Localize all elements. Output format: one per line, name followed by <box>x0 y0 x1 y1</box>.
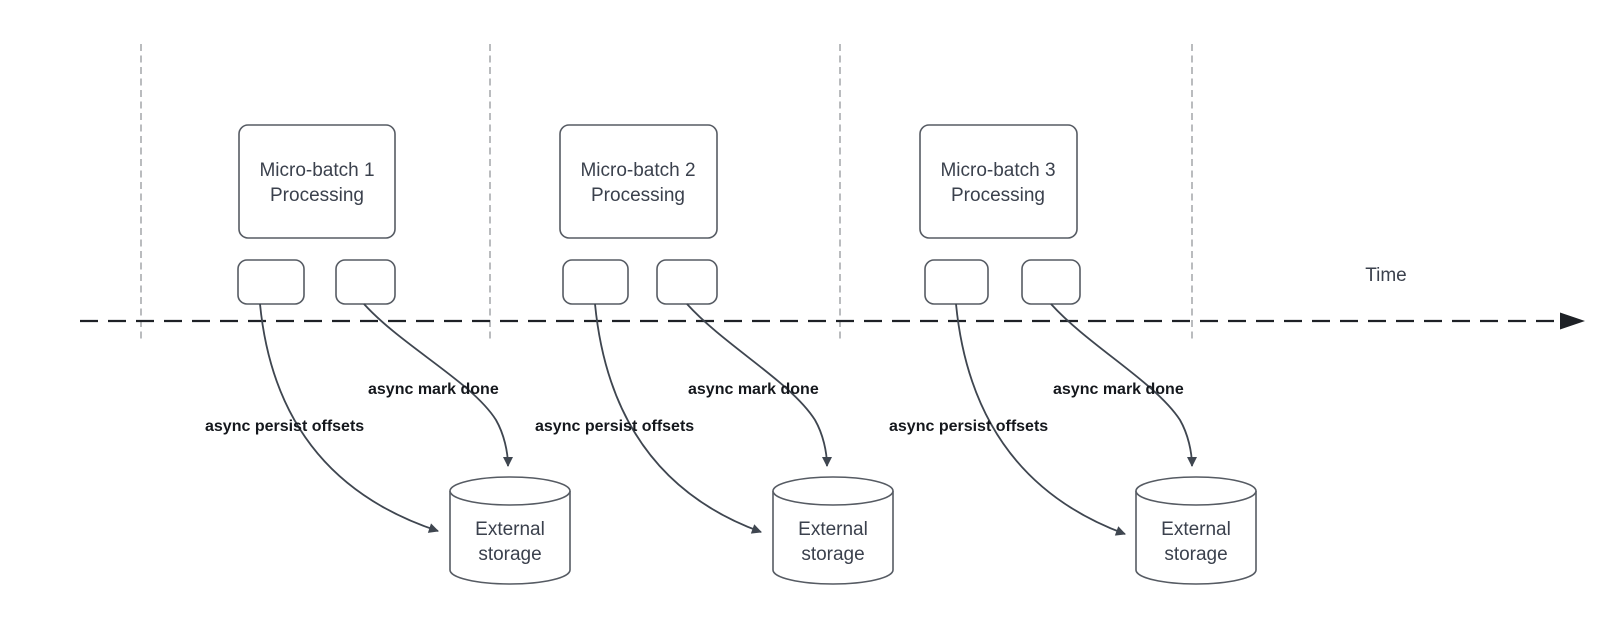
storage-label-line1: External <box>475 519 545 540</box>
processing-box <box>559 124 718 239</box>
mark-done-arrow <box>1050 303 1197 467</box>
storage-label-line2: storage <box>478 544 541 565</box>
storage-label-line2: storage <box>801 544 864 565</box>
mark-done-task-box <box>335 259 396 305</box>
processing-box-title-line2: Processing <box>591 185 685 206</box>
processing-box-title-line1: Micro-batch 3 <box>940 160 1055 181</box>
persist-offsets-label: async persist offsets <box>205 418 364 435</box>
persist-offsets-arrow <box>259 303 439 533</box>
mark-done-label: async mark done <box>688 381 819 398</box>
persist-offsets-arrow <box>955 303 1126 536</box>
mark-done-task-box <box>656 259 718 305</box>
micro-batch-group-2: Micro-batch 2 Processing async persist o… <box>535 124 894 585</box>
processing-box <box>919 124 1078 239</box>
storage-label-line1: External <box>798 519 868 540</box>
persist-offsets-arrow <box>594 303 762 534</box>
external-storage-cylinder-body <box>772 491 894 585</box>
mark-done-arrow <box>686 303 832 467</box>
storage-label-line2: storage <box>1164 544 1227 565</box>
processing-box-title-line2: Processing <box>270 185 364 206</box>
external-storage-cylinder-top <box>772 476 894 506</box>
mark-done-task-box <box>1021 259 1081 305</box>
external-storage-cylinder-body <box>1135 491 1257 585</box>
time-axis-label: Time <box>1365 265 1407 286</box>
persist-offsets-label: async persist offsets <box>535 418 694 435</box>
micro-batch-group-1: Micro-batch 1 Processing async persist o… <box>205 124 571 585</box>
persist-offsets-task-box <box>562 259 629 305</box>
processing-box-title-line1: Micro-batch 1 <box>259 160 374 181</box>
storage-label-line1: External <box>1161 519 1231 540</box>
external-storage-cylinder-top <box>449 476 571 506</box>
mark-done-label: async mark done <box>1053 381 1184 398</box>
external-storage-cylinder-top <box>1135 476 1257 506</box>
micro-batch-group-3: Micro-batch 3 Processing async persist o… <box>889 124 1257 585</box>
processing-box <box>238 124 396 239</box>
external-storage-cylinder-body <box>449 491 571 585</box>
processing-box-title-line1: Micro-batch 2 <box>580 160 695 181</box>
mark-done-arrow <box>363 303 513 467</box>
persist-offsets-task-box <box>237 259 305 305</box>
processing-box-title-line2: Processing <box>951 185 1045 206</box>
mark-done-label: async mark done <box>368 381 499 398</box>
persist-offsets-label: async persist offsets <box>889 418 1048 435</box>
time-axis-arrowhead-icon <box>1560 312 1585 330</box>
persist-offsets-task-box <box>924 259 989 305</box>
